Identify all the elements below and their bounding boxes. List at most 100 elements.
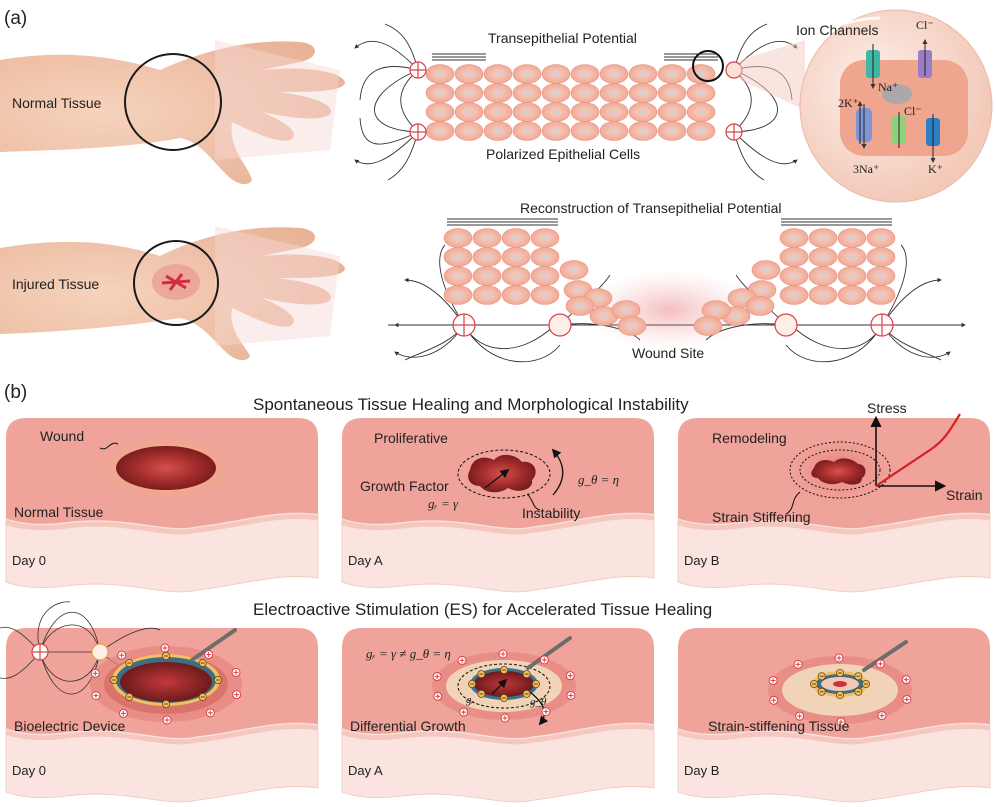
negative-charge-icon <box>836 691 845 700</box>
epithelial-cell <box>472 247 502 267</box>
positive-charge-icon <box>877 711 887 721</box>
electrode-markers-top <box>409 61 743 141</box>
title-electroactive: Electroactive Stimulation (ES) for Accel… <box>253 600 713 619</box>
electrode-markers-bottom <box>452 313 894 337</box>
epithelial-cell <box>617 316 647 336</box>
strain-stiffening-label: Strain Stiffening <box>712 509 811 525</box>
day-0-bottom: Day 0 <box>12 763 46 778</box>
epithelial-cell <box>501 228 531 248</box>
zoom-circle <box>133 240 219 326</box>
epithelial-cell <box>570 83 600 103</box>
day-0-top: Day 0 <box>12 553 46 568</box>
epithelial-cell <box>628 83 658 103</box>
positive-charge-icon <box>91 691 101 701</box>
epithelial-cell <box>837 285 867 305</box>
negative-charge-icon <box>477 670 486 679</box>
ion-channel-cell-zoom <box>799 9 993 203</box>
epithelial-cell <box>483 102 513 122</box>
positive-charge-icon <box>162 715 172 725</box>
epithelial-cell <box>425 83 455 103</box>
stress-label: Stress <box>867 400 907 416</box>
positive-charge-icon <box>795 711 805 721</box>
day-b-top: Day B <box>684 553 720 568</box>
gt-small-label: g_θ <box>530 696 547 708</box>
epithelial-cell <box>599 64 629 84</box>
wound-site-label: Wound Site <box>632 345 705 361</box>
epithelial-cell <box>483 121 513 141</box>
positive-charge-icon <box>566 690 576 700</box>
positive-charge-icon <box>433 691 443 701</box>
zoom-circle <box>124 53 222 151</box>
epithelial-cell <box>686 102 716 122</box>
epithelial-cell <box>570 102 600 122</box>
epithelial-cell <box>570 64 600 84</box>
positive-charge-icon <box>768 676 778 686</box>
epithelial-cell <box>837 266 867 286</box>
negative-charge-icon <box>810 680 819 689</box>
gtheta-eq-label: g_θ = η <box>578 472 620 487</box>
tissue-slab-side <box>5 722 319 803</box>
negative-charge-icon <box>817 687 826 696</box>
epithelial-cell <box>472 228 502 248</box>
ion-k-bottom: K⁺ <box>928 162 943 176</box>
epithelial-cell <box>779 247 809 267</box>
negative-charge-icon <box>862 680 871 689</box>
positive-charge-icon <box>498 649 508 659</box>
positive-charge-icon <box>205 708 215 718</box>
epithelial-cell <box>541 102 571 122</box>
epithelial-cell <box>559 260 589 280</box>
epithelial-cell <box>454 102 484 122</box>
surface-charge-markers <box>90 643 912 727</box>
normal-tissue-label: Normal Tissue <box>12 95 102 111</box>
top-day0-wound <box>86 430 246 506</box>
epithelial-cell <box>837 228 867 248</box>
day-a-bottom: Day A <box>348 763 383 778</box>
ion-na-top: Na⁺ <box>878 80 899 94</box>
positive-charge-icon <box>769 695 779 705</box>
remodeling-label: Remodeling <box>712 430 787 446</box>
epithelial-cell <box>530 285 560 305</box>
epithelial-cell <box>425 64 455 84</box>
negative-charge-icon <box>125 659 134 668</box>
negative-charge-icon <box>161 700 170 709</box>
wound-mark-icon <box>161 273 191 291</box>
bioelectric-device-label: Bioelectric Device <box>14 718 126 734</box>
positive-charge-icon <box>231 667 241 677</box>
epithelial-cell <box>541 121 571 141</box>
ion-channels-label: Ion Channels <box>796 22 879 38</box>
epithelial-cell <box>530 266 560 286</box>
positive-charge-icon <box>565 671 575 681</box>
epithelial-cell <box>425 102 455 122</box>
epithelial-cell <box>745 296 775 316</box>
epithelial-cell <box>570 121 600 141</box>
tissue-slab-side <box>677 722 991 803</box>
epithelial-cell <box>657 121 687 141</box>
negative-charge-icon <box>125 692 134 701</box>
differential-growth-label: Differential Growth <box>350 718 466 734</box>
epithelial-cell <box>808 285 838 305</box>
epithelial-cell <box>443 266 473 286</box>
negative-charge-icon <box>213 676 222 685</box>
reconstruction-label: Reconstruction of Transepithelial Potent… <box>520 200 782 216</box>
negative-charge-icon <box>854 672 863 681</box>
day-b-bottom: Day B <box>684 763 720 778</box>
epithelial-cell <box>866 228 896 248</box>
potential-lines-top <box>432 53 718 61</box>
ion-2k: 2K⁺ <box>838 96 859 110</box>
normal-hand-illustration <box>0 40 345 185</box>
negative-charge-icon <box>817 672 826 681</box>
transepithelial-potential-label: Transepithelial Potential <box>488 30 637 46</box>
epithelial-cell-sheet <box>425 64 716 141</box>
normal-tissue-b-label: Normal Tissue <box>14 504 104 520</box>
epithelial-cell <box>501 266 531 286</box>
positive-charge-icon <box>500 713 510 723</box>
panel-b <box>0 413 991 803</box>
epithelial-cell <box>808 266 838 286</box>
epithelial-cell <box>751 260 781 280</box>
negative-charge-icon <box>836 669 845 678</box>
negative-charge-icon <box>161 652 170 661</box>
ion-cl-top: Cl⁻ <box>916 18 934 32</box>
positive-charge-icon <box>432 672 442 682</box>
epithelial-cell <box>686 121 716 141</box>
